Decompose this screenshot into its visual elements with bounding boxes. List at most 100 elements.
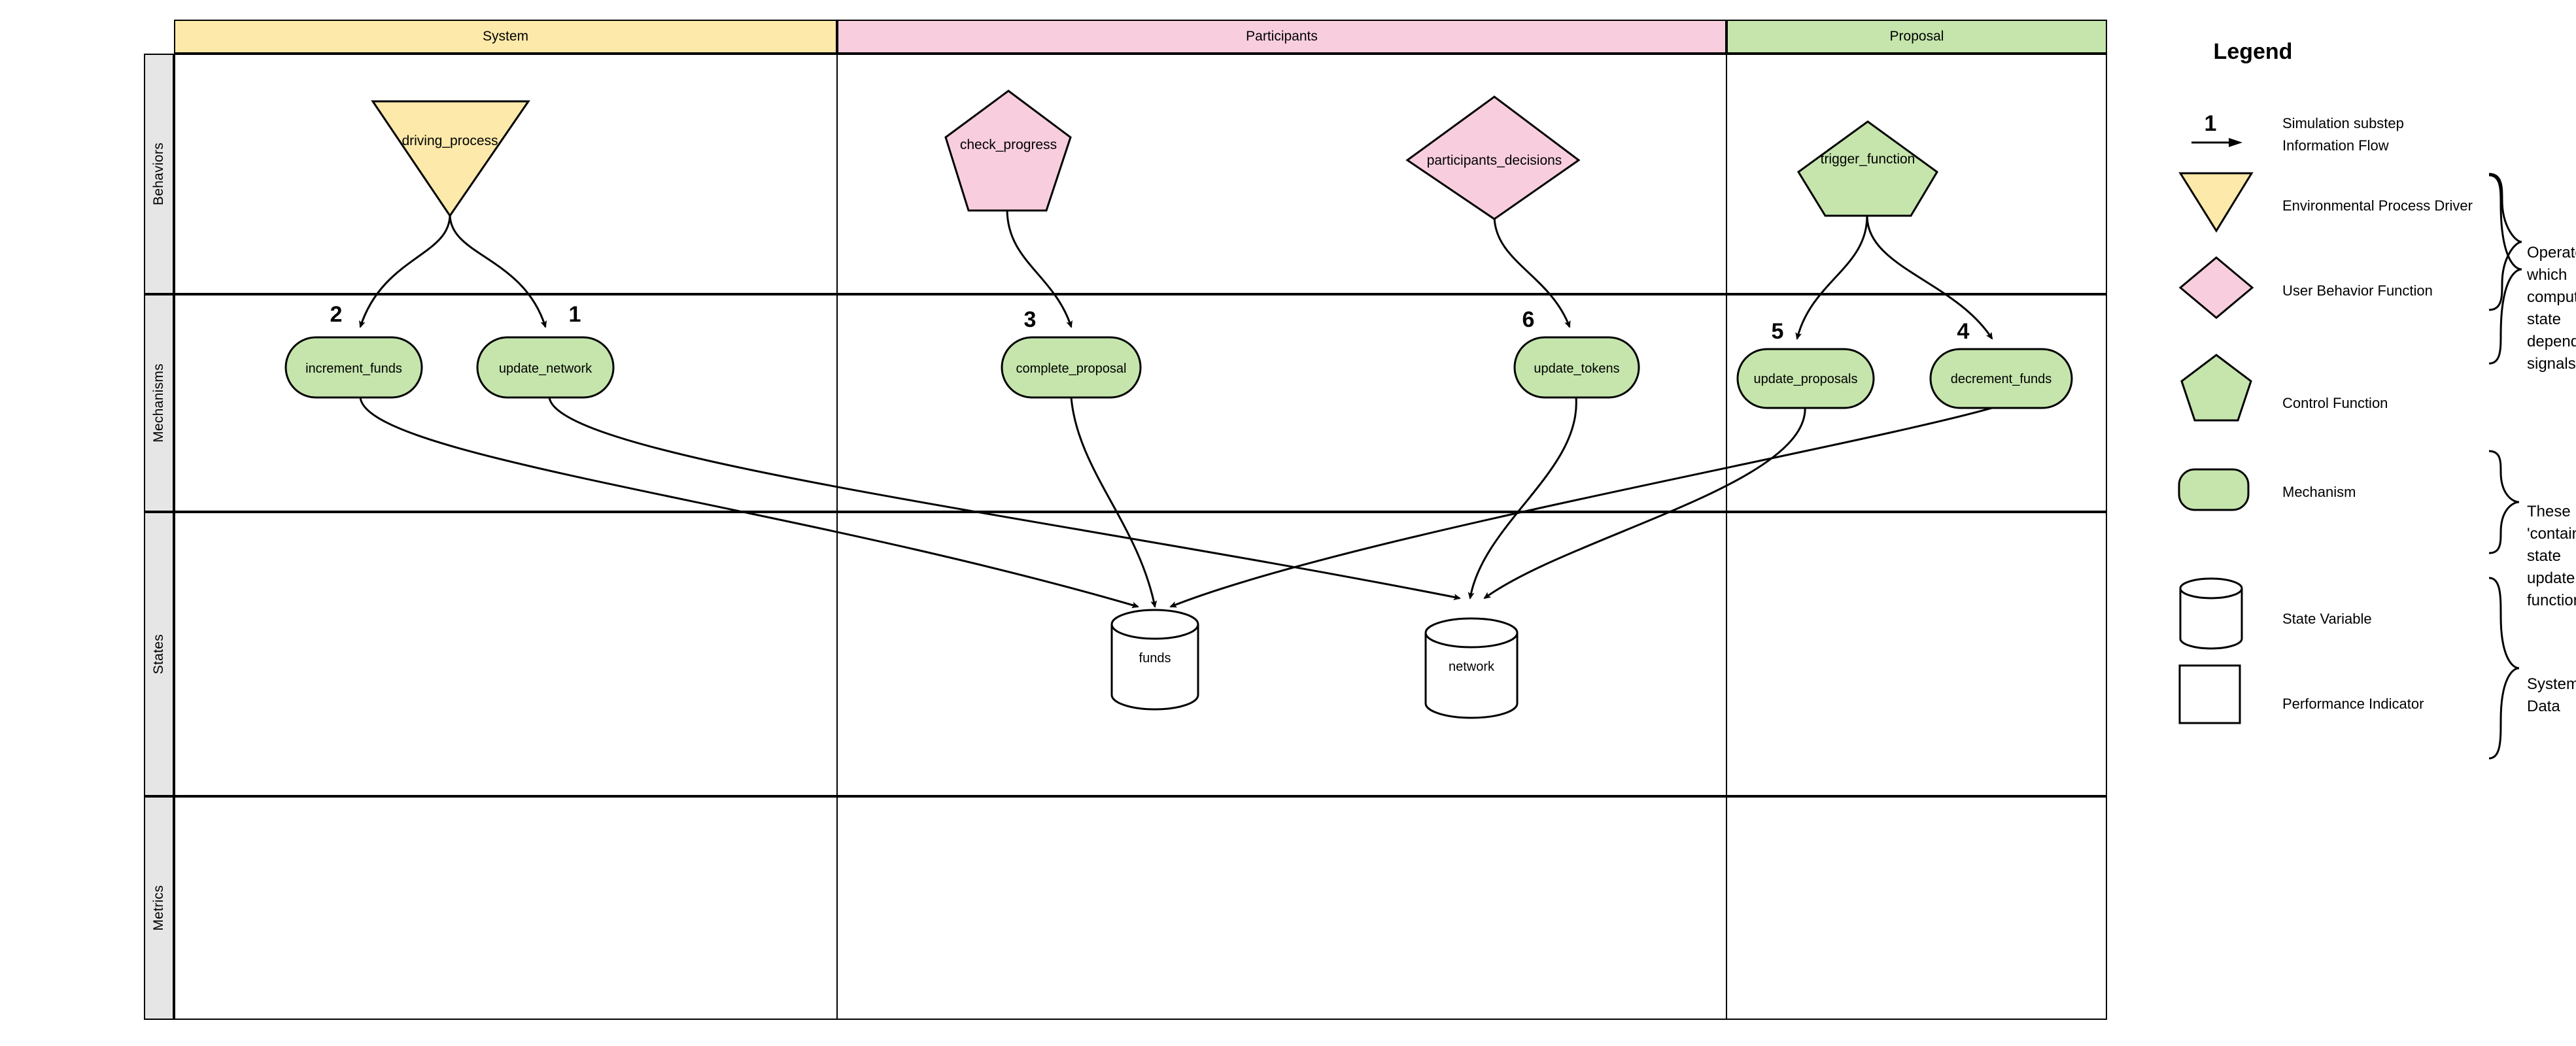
- edge-increment_funds-to-funds: [359, 397, 1139, 609]
- column-header-participants: Participants: [837, 20, 1726, 54]
- rounded-rect-icon: [2178, 468, 2250, 511]
- legend-sample-simulation-substep: 1: [2204, 111, 2217, 136]
- legend-label-information-flow: Information Flow: [2282, 137, 2389, 154]
- brace-mechanisms: [2488, 450, 2520, 554]
- edge-check_progress-to-complete_proposal: [1006, 209, 1073, 328]
- cylinder-icon: [1110, 609, 1199, 640]
- inverted-triangle-icon: [2178, 172, 2254, 233]
- arrow-right-icon: [2191, 138, 2242, 147]
- state-node-network[interactable]: network: [1424, 617, 1519, 719]
- edge-participants_decisions-to-update_tokens: [1493, 215, 1571, 328]
- step-number-1: 1: [569, 302, 581, 327]
- step-number-5: 5: [1772, 319, 1784, 344]
- swimlane-grid: System Participants Proposal Behaviors M…: [144, 20, 2107, 1020]
- mechanism-node-increment_funds[interactable]: increment_funds 2: [284, 302, 423, 399]
- row-body-states: [174, 512, 2107, 796]
- legend-title: Legend: [2213, 39, 2293, 64]
- column-header-participants-label: Participants: [1246, 29, 1318, 44]
- pentagon-icon: [1796, 120, 1938, 217]
- column-divider-system-participants: [836, 54, 838, 1020]
- rounded-rect-icon: [1513, 336, 1640, 399]
- diamond-icon: [2178, 256, 2254, 319]
- mechanism-node-update_tokens[interactable]: update_tokens 6: [1513, 307, 1640, 399]
- state-node-network-label: network: [1449, 660, 1495, 674]
- pentagon-icon: [2180, 354, 2252, 422]
- cylinder-icon: [1424, 617, 1519, 649]
- edge-group-behaviors-to-mechanisms: [359, 209, 1993, 340]
- edge-driving_process-to-increment_funds: [359, 214, 451, 328]
- brace-operators-outline: [2488, 174, 2522, 365]
- behavior-node-trigger_function-label: trigger_function: [1821, 152, 1915, 167]
- legend-label-performance-indicator: Performance Indicator: [2282, 696, 2424, 712]
- legend-label-mechanism: Mechanism: [2282, 484, 2356, 500]
- legend-note-system-data: System Data: [2527, 675, 2576, 716]
- behavior-node-participants_decisions[interactable]: participants_decisions: [1405, 95, 1581, 220]
- mechanism-node-complete_proposal[interactable]: complete_proposal 3: [1001, 307, 1142, 399]
- pentagon-icon: [944, 90, 1072, 212]
- row-label-metrics: Metrics: [144, 796, 174, 1020]
- behavior-node-driving_process[interactable]: driving_process: [371, 100, 530, 218]
- legend-label-control-function: Control Function: [2282, 395, 2388, 411]
- inverted-triangle-icon: [371, 100, 530, 218]
- behavior-node-driving_process-label: driving_process: [402, 133, 498, 148]
- column-header-proposal: Proposal: [1726, 20, 2107, 54]
- legend-label-environmental-process-driver: Environmental Process Driver: [2282, 197, 2473, 214]
- edge-decrement_funds-to-funds: [1169, 404, 2002, 608]
- state-node-funds-label: funds: [1139, 651, 1171, 666]
- mechanism-node-complete_proposal-label: complete_proposal: [1016, 362, 1127, 376]
- edge-update_proposals-to-network: [1483, 405, 1806, 599]
- mechanism-node-update_tokens-label: update_tokens: [1534, 362, 1619, 376]
- column-header-system-label: System: [482, 29, 528, 44]
- rounded-rect-icon: [1929, 348, 2073, 409]
- cylinder-icon: [2179, 577, 2243, 650]
- legend-panel: Legend 1 Simulation substep Information …: [2145, 20, 2576, 752]
- rectangle-icon: [2178, 664, 2241, 724]
- legend-label-simulation-substep: Simulation substep: [2282, 115, 2404, 131]
- step-number-2: 2: [330, 302, 343, 327]
- mechanism-node-update_proposals[interactable]: update_proposals 5: [1736, 319, 1875, 409]
- edge-update_network-to-network: [548, 397, 1461, 601]
- legend-label-state-variable: State Variable: [2282, 611, 2372, 627]
- column-divider-participants-proposal: [1726, 54, 1727, 1020]
- cylinder-body: [1110, 624, 1199, 711]
- rounded-rect-icon: [1736, 348, 1875, 409]
- state-node-funds[interactable]: funds: [1110, 609, 1199, 711]
- row-label-behaviors: Behaviors: [144, 54, 174, 294]
- mechanism-node-update_network[interactable]: update_network 1: [476, 302, 615, 399]
- legend-note-operators: Operators which compute state dependent …: [2527, 244, 2576, 373]
- edge-update_tokens-to-network: [1468, 397, 1577, 599]
- step-number-4: 4: [1957, 319, 1970, 344]
- edge-trigger_function-to-update_proposals: [1795, 215, 1868, 340]
- mechanism-node-update_proposals-label: update_proposals: [1753, 372, 1857, 386]
- column-header-system: System: [174, 20, 837, 54]
- edge-trigger_function-to-decrement_funds: [1866, 215, 1993, 340]
- rounded-rect-icon: [476, 336, 615, 399]
- mechanism-node-update_network-label: update_network: [499, 362, 592, 376]
- step-number-6: 6: [1522, 307, 1535, 332]
- behavior-node-check_progress-label: check_progress: [960, 137, 1057, 152]
- mechanism-node-increment_funds-label: increment_funds: [305, 362, 402, 376]
- edge-group-mechanisms-to-states: [359, 397, 2002, 609]
- edge-driving_process-to-update_network: [449, 214, 547, 328]
- behavior-node-check_progress[interactable]: check_progress: [944, 90, 1072, 212]
- column-header-proposal-label: Proposal: [1889, 29, 1944, 44]
- edge-complete_proposal-to-funds: [1070, 397, 1158, 608]
- row-body-behaviors: [174, 54, 2107, 294]
- row-body-metrics: [174, 796, 2107, 1020]
- brace-operators: [2488, 173, 2522, 311]
- mechanism-node-decrement_funds-label: decrement_funds: [1951, 372, 2052, 386]
- brace-system-data: [2488, 577, 2520, 760]
- behavior-node-trigger_function[interactable]: trigger_function: [1796, 120, 1938, 217]
- diamond-icon: [1405, 95, 1581, 220]
- rounded-rect-icon: [284, 336, 423, 399]
- cylinder-body: [1424, 633, 1519, 719]
- behavior-node-participants_decisions-label: participants_decisions: [1427, 153, 1562, 168]
- legend-label-user-behavior-function: User Behavior Function: [2282, 282, 2433, 299]
- mechanism-node-decrement_funds[interactable]: decrement_funds 4: [1929, 319, 2073, 409]
- row-label-mechanisms: Mechanisms: [144, 294, 174, 512]
- step-number-3: 3: [1024, 307, 1037, 332]
- rounded-rect-icon: [1001, 336, 1142, 399]
- legend-shapes-layer: [2178, 138, 2522, 760]
